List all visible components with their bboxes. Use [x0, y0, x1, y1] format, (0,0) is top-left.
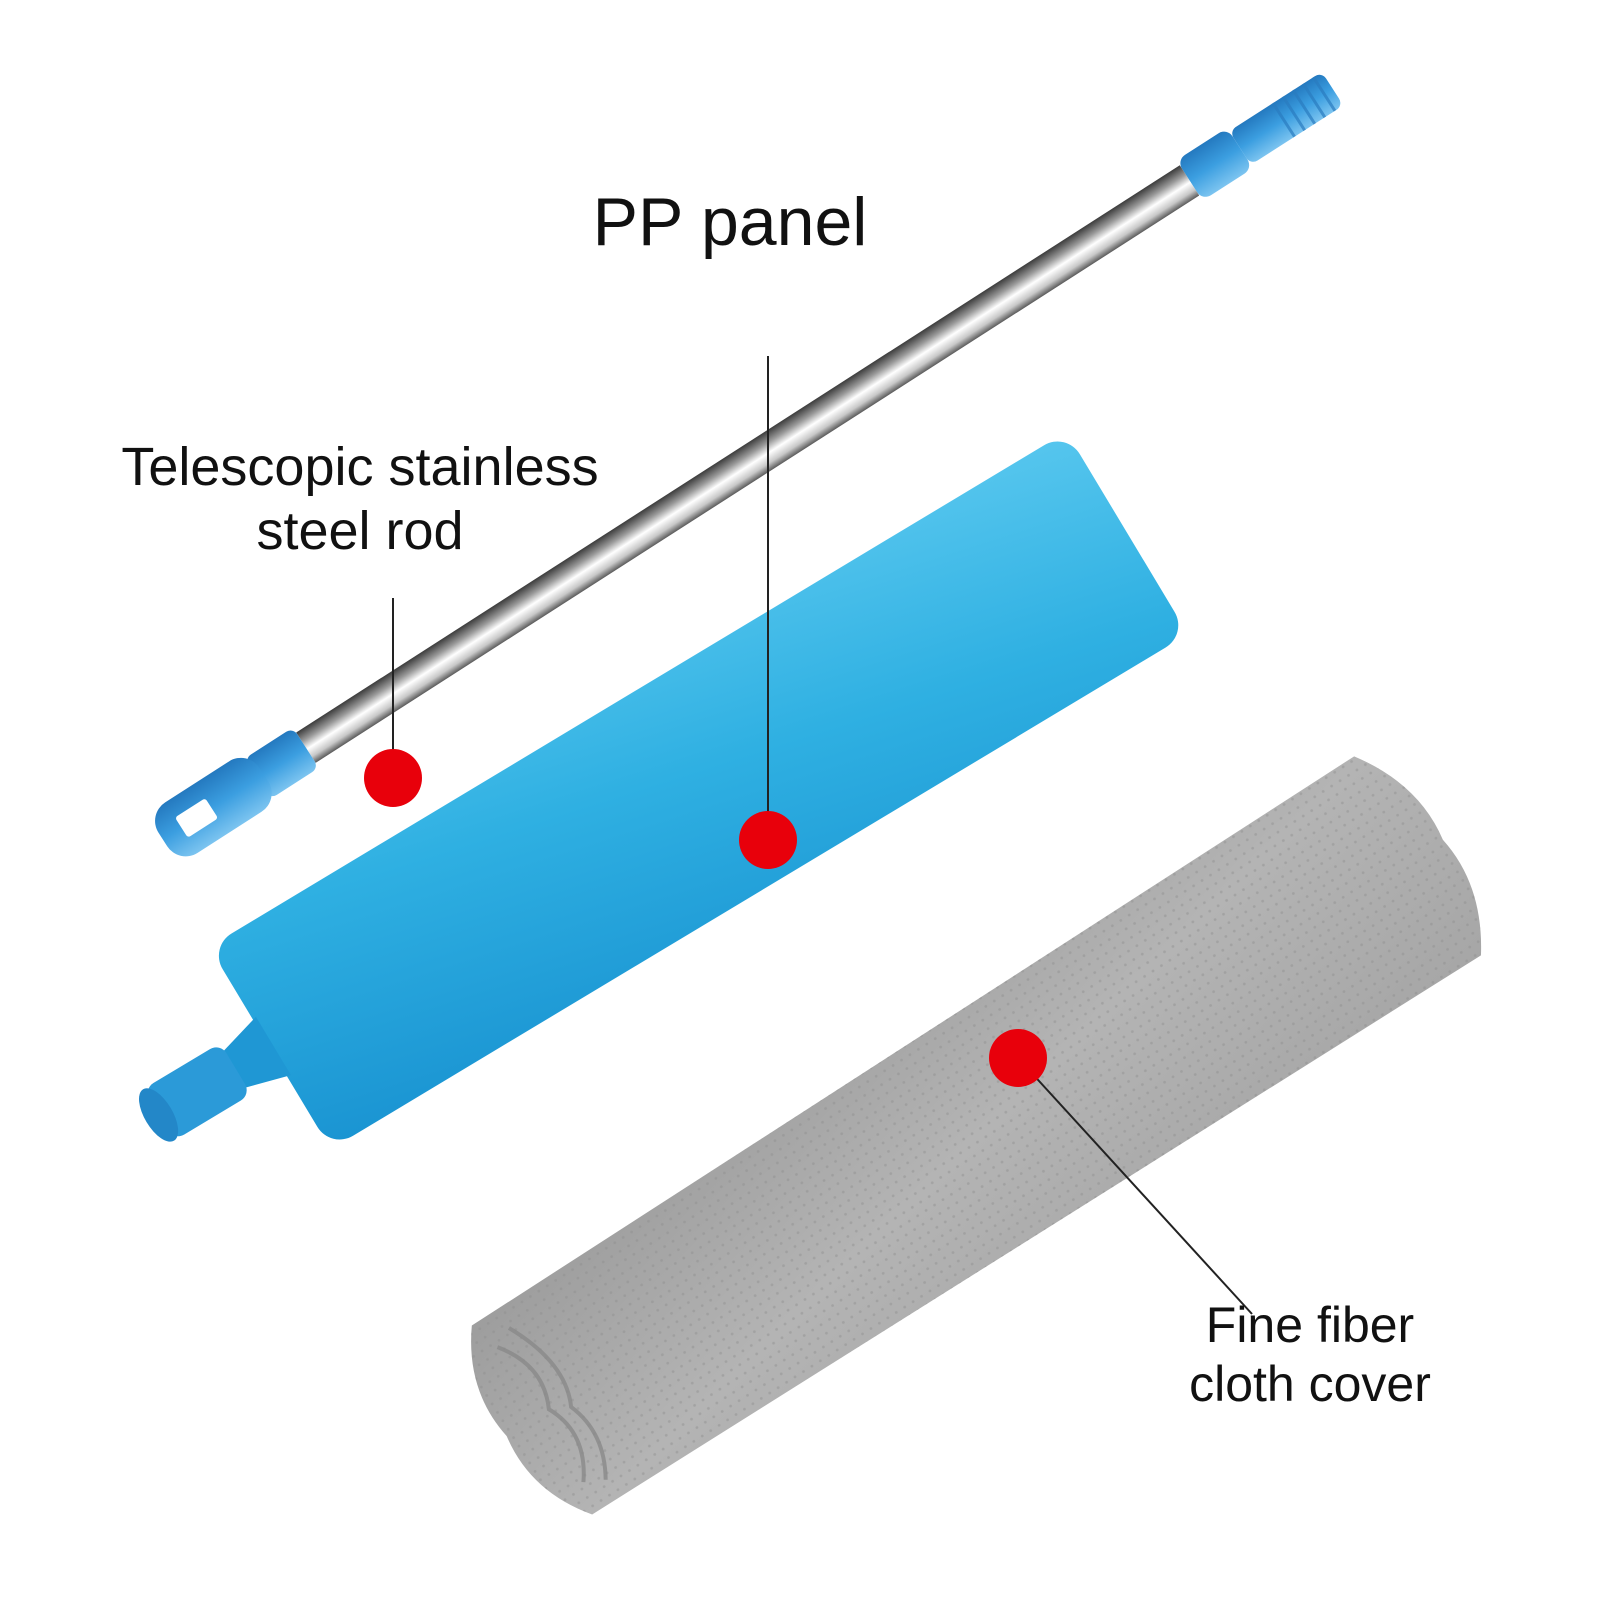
marker-panel [739, 811, 797, 869]
pp-panel-icon [139, 441, 1179, 1142]
label-cloth-cover: Fine fiber cloth cover [1120, 1296, 1500, 1414]
label-pp-panel-text: PP panel [592, 184, 868, 260]
rod-threaded-tip [1232, 74, 1341, 162]
label-steel-rod: Telescopic stainless steel rod [40, 436, 680, 563]
stainless-steel-rod-icon [155, 74, 1341, 857]
leader-line-cloth [1017, 1057, 1253, 1315]
cloth-gathered-end [496, 1326, 608, 1483]
label-steel-rod-line2: steel rod [256, 500, 464, 561]
panel-socket [139, 1047, 247, 1142]
fiber-cloth-cover-icon [471, 756, 1482, 1515]
marker-cloth [989, 1029, 1047, 1087]
rod-end-connector [155, 757, 272, 857]
label-pp-panel: PP panel [480, 182, 980, 262]
label-steel-rod-line1: Telescopic stainless [121, 437, 599, 497]
label-cloth-cover-line2: cloth cover [1189, 1356, 1431, 1412]
panel-neck [220, 1016, 291, 1089]
label-cloth-cover-line1: Fine fiber [1205, 1297, 1415, 1353]
rod-upper-collar [1180, 131, 1250, 197]
rod-steel-tube [296, 165, 1200, 763]
panel-body [218, 441, 1179, 1140]
marker-rod [364, 749, 422, 807]
